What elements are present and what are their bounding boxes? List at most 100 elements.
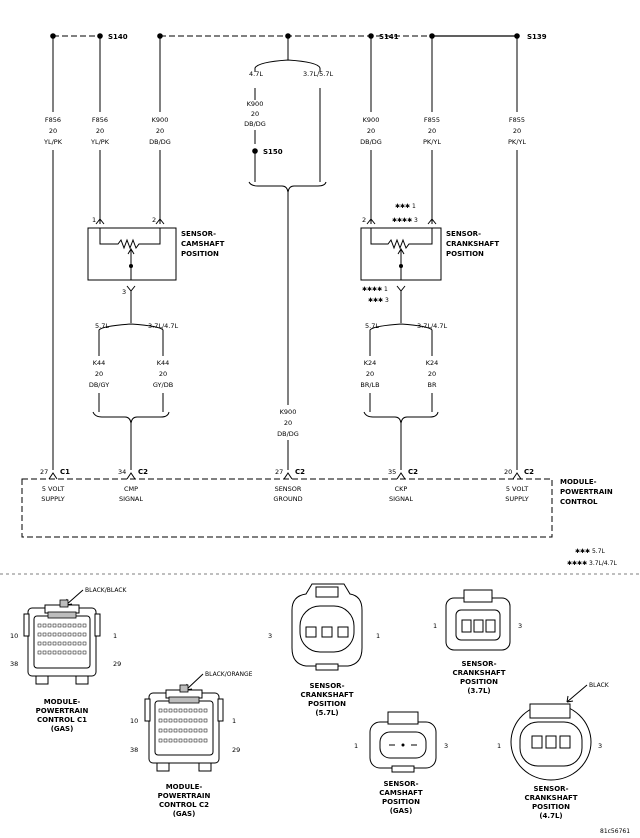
connector-pin (178, 738, 183, 743)
connector-pin (203, 728, 208, 733)
ckp47-pin-r: 3 (598, 742, 602, 750)
pcm-pin-1-num: 27 (40, 468, 48, 476)
splice-s141: S141 (379, 33, 399, 41)
legend: ✱✱✱ 5.7L ✱✱✱✱ 3.7L/4.7L (567, 548, 617, 567)
connector-pin (47, 623, 52, 628)
cmp-variant-5-7l: 5.7L (95, 322, 109, 330)
pcm-pin-5-conn: C2 (524, 468, 534, 476)
wire2-code: F856 (92, 116, 108, 124)
camshaft-sensor: 1 2 SENSOR- CAMSHAFT POSITION 3 5.7L 3.7… (87, 216, 225, 470)
connector-pin (188, 738, 193, 743)
wire12-color: DB/DG (277, 430, 299, 438)
connector-pin (52, 623, 57, 628)
connector-pin (158, 728, 163, 733)
connector-pin (163, 738, 168, 743)
connector-pin (82, 623, 87, 628)
cmpgas-title-1: SENSOR- (384, 780, 419, 788)
ckp47-title-3: POSITION (532, 803, 570, 811)
c1-pin-br: 29 (113, 660, 121, 668)
connector-pin (183, 738, 188, 743)
ckp37-pin-l: 1 (433, 622, 437, 630)
wire10-gauge: 20 (366, 370, 374, 378)
ckp37-pin-r: 3 (518, 622, 522, 630)
c1-pin-grid (37, 623, 87, 655)
connector-pin (77, 641, 82, 646)
connector-pin (57, 632, 62, 637)
c2-pin-br: 29 (232, 746, 240, 754)
pcm-label-3: CONTROL (560, 498, 598, 506)
connector-pin (47, 641, 52, 646)
connector-pin (203, 738, 208, 743)
wire5-code: K900 (363, 116, 380, 124)
pcm-pin-1-conn: C1 (60, 468, 70, 476)
c1-pin-tr: 1 (113, 632, 117, 640)
connector-pin (178, 708, 183, 713)
wire7-code: F855 (509, 116, 525, 124)
pcm-pin-4-conn: C2 (408, 468, 418, 476)
cmp-label-1: SENSOR- (181, 230, 216, 238)
connector-pin (52, 641, 57, 646)
c2-pin-tl: 10 (130, 717, 138, 725)
pcm-pin-4-num: 35 (388, 468, 396, 476)
cmp-label-2: CAMSHAFT (181, 240, 225, 248)
cmp-pin1: 1 (92, 216, 96, 224)
pcm-pin-5-sig2: SUPPLY (505, 495, 528, 503)
splice-s139: S139 (527, 33, 547, 41)
pcm-pin-1-sig1: 5 VOLT (42, 485, 64, 493)
connector-pin (82, 632, 87, 637)
pcm-pin-3-num: 27 (275, 468, 283, 476)
connector-pin (193, 738, 198, 743)
connector-pin (198, 708, 203, 713)
wire5-color: DB/DG (360, 138, 382, 146)
connector-pin (158, 718, 163, 723)
pcm-label-2: POWERTRAIN (560, 488, 613, 496)
wire6-code: F855 (424, 116, 440, 124)
wire2-gauge: 20 (96, 127, 104, 135)
connector-ckp-4-7l: BLACK 1 3 SENSOR- CRANKSHAFT POSITION (4… (497, 682, 610, 820)
wire12-gauge: 20 (284, 419, 292, 427)
pcm-pin-3-conn: C2 (295, 468, 305, 476)
wires (52, 36, 518, 470)
wire4-gauge: 20 (251, 110, 259, 118)
pcm-pin-5-num: 20 (504, 468, 512, 476)
connector-pin (188, 718, 193, 723)
wire1-color: YL/PK (43, 138, 63, 146)
connector-pin (52, 632, 57, 637)
connector-pin (57, 623, 62, 628)
wire6-gauge: 20 (428, 127, 436, 135)
pcm-pin-3-sig1: SENSOR (275, 485, 302, 493)
c2-title-4: (GAS) (173, 810, 196, 818)
pcm-pin-4-sig1: CKP (395, 485, 408, 493)
cmpgas-pin-r: 3 (444, 742, 448, 750)
connector-pcm-c2: BLACK/ORANGE 10 1 38 29 MODULE- POWERTRA… (130, 671, 253, 818)
pcm-pin-5-sig1: 5 VOLT (506, 485, 528, 493)
connector-pin (37, 623, 42, 628)
crankshaft-sensor: ✱✱✱ 1 ✱✱✱✱ 3 2 SENSOR- CRANKSHAFT POSITI… (360, 203, 499, 470)
wire4-code: K900 (247, 100, 264, 108)
connector-pin (198, 718, 203, 723)
c2-tag: BLACK/ORANGE (205, 671, 253, 678)
wire4-color: DB/DG (244, 120, 266, 128)
c2-pin-tr: 1 (232, 717, 236, 725)
legend-5-7l: ✱✱✱ 5.7L (575, 548, 606, 555)
ckp-variant-3-7l-4-7l: 3.7L/4.7L (417, 322, 447, 330)
cmp-label-3: POSITION (181, 250, 219, 258)
ckp-note-d: ✱✱✱ 3 (368, 297, 389, 304)
c2-title-2: POWERTRAIN (158, 792, 211, 800)
pcm-module: 27 C1 5 VOLT SUPPLY 34 C2 CMP SIGNAL 27 … (21, 468, 613, 538)
pcm-pin-2-conn: C2 (138, 468, 148, 476)
ckp57-title-2: CRANKSHAFT (300, 691, 353, 699)
connector-pin (173, 738, 178, 743)
connector-pin (183, 708, 188, 713)
ckp37-title-1: SENSOR- (462, 660, 497, 668)
pcm-box (21, 478, 553, 538)
ckp-label-1: SENSOR- (446, 230, 481, 238)
wire9-gauge: 20 (159, 370, 167, 378)
connector-cmp-gas: 1 3 SENSOR- CAMSHAFT POSITION (GAS) (354, 711, 448, 815)
ckp57-title-1: SENSOR- (310, 682, 345, 690)
connector-pin (163, 728, 168, 733)
c2-pin-grid (158, 708, 208, 743)
connector-ckp-5-7l: 3 1 SENSOR- CRANKSHAFT POSITION (5.7L) (268, 583, 380, 717)
